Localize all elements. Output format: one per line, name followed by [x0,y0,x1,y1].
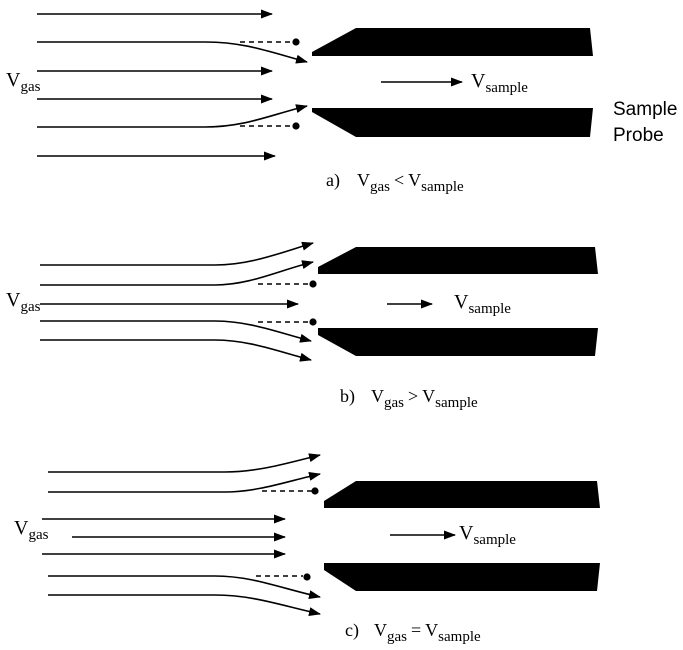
probe-label-line1: Sample [613,99,677,120]
streamline-diverging [40,339,312,362]
panel-caption: a)Vgas<Vsample [326,170,464,195]
panel-b: Vgas Vsample b)Vgas>Vsample [6,241,598,411]
v-gas-label: Vgas [6,69,41,95]
v-gas-label: Vgas [14,517,49,543]
probe-wall-lower [324,563,600,591]
streamline-diverging [40,260,314,286]
stagnation-point [292,122,300,130]
stagnation-point [292,38,300,46]
v-gas-label: Vgas [6,289,41,315]
streamline-diverging [48,594,321,616]
v-sample-label: Vsample [459,522,516,548]
stagnation-point [309,318,317,326]
probe-wall-upper [324,481,600,508]
probe-wall-upper [312,28,593,56]
probe-wall-lower [312,108,593,137]
streamline-diverging [48,471,321,493]
streamline-diverging [40,241,314,266]
panel-a: Vgas Vsample Sample Probe a)Vgas<Vsample [6,9,677,195]
stagnation-point [309,280,317,288]
stagnation-point [311,487,319,495]
probe-wall-upper [318,247,598,274]
stagnation-point [303,573,311,581]
streamline-diverging [48,575,321,599]
v-sample-label: Vsample [471,70,528,96]
streamline-converging [37,104,308,128]
streamline-diverging [48,453,321,473]
panel-c: Vgas Vsample c)Vgas=Vsample [14,453,600,645]
panel-caption: b)Vgas>Vsample [340,386,478,411]
streamline-diverging [40,320,312,343]
probe-wall-lower [318,328,598,356]
panel-caption: c)Vgas=Vsample [345,620,481,645]
streamline-converging [37,41,308,64]
v-sample-label: Vsample [454,291,511,317]
probe-label-line2: Probe [613,125,664,146]
